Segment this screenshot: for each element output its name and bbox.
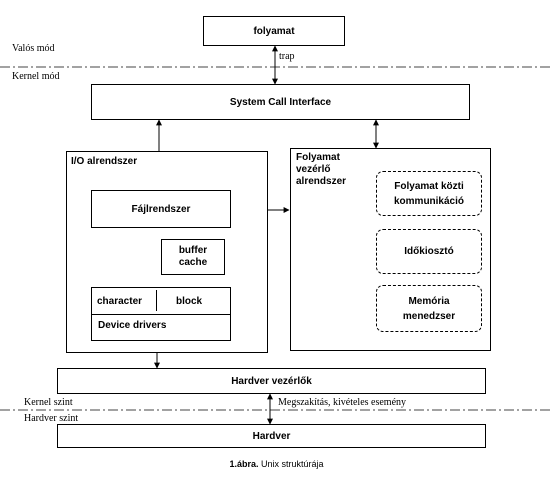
syscall-interface-box: System Call Interface (91, 84, 470, 120)
hardware-controllers-box: Hardver vezérlők (57, 368, 486, 394)
driver-divider (91, 314, 231, 315)
figure-number: 1.ábra. (229, 459, 259, 469)
hardware-box: Hardver (57, 424, 486, 448)
io-subsystem-label: I/O alrendszer (71, 156, 138, 167)
memory-manager-box: Memória menedzser (376, 285, 482, 332)
figure-title: Unix struktúrája (261, 459, 324, 469)
scheduler-box: Időkiosztó (376, 229, 482, 274)
ipc-box: Folyamat közti kommunikáció (376, 171, 482, 216)
process-box: folyamat (203, 16, 345, 46)
hardware-level-label: Hardver szint (24, 413, 79, 424)
process-control-label: Folyamat vezérlő alrendszer (296, 152, 347, 187)
filesystem-box: Fájlrendszer (91, 190, 231, 228)
device-drivers-label: Device drivers (98, 320, 167, 331)
character-label: character (97, 296, 143, 307)
character-block-divider (156, 290, 157, 311)
figure-caption: 1.ábra. Unix struktúrája (0, 459, 553, 469)
interrupt-label: Megszakítás, kivételes esemény (278, 397, 407, 408)
user-mode-label: Valós mód (12, 43, 55, 54)
kernel-mode-label: Kernel mód (12, 71, 60, 82)
trap-label: trap (279, 51, 295, 62)
block-label: block (176, 296, 203, 307)
kernel-level-label: Kernel szint (24, 397, 73, 408)
buffer-cache-box: buffer cache (161, 239, 225, 275)
